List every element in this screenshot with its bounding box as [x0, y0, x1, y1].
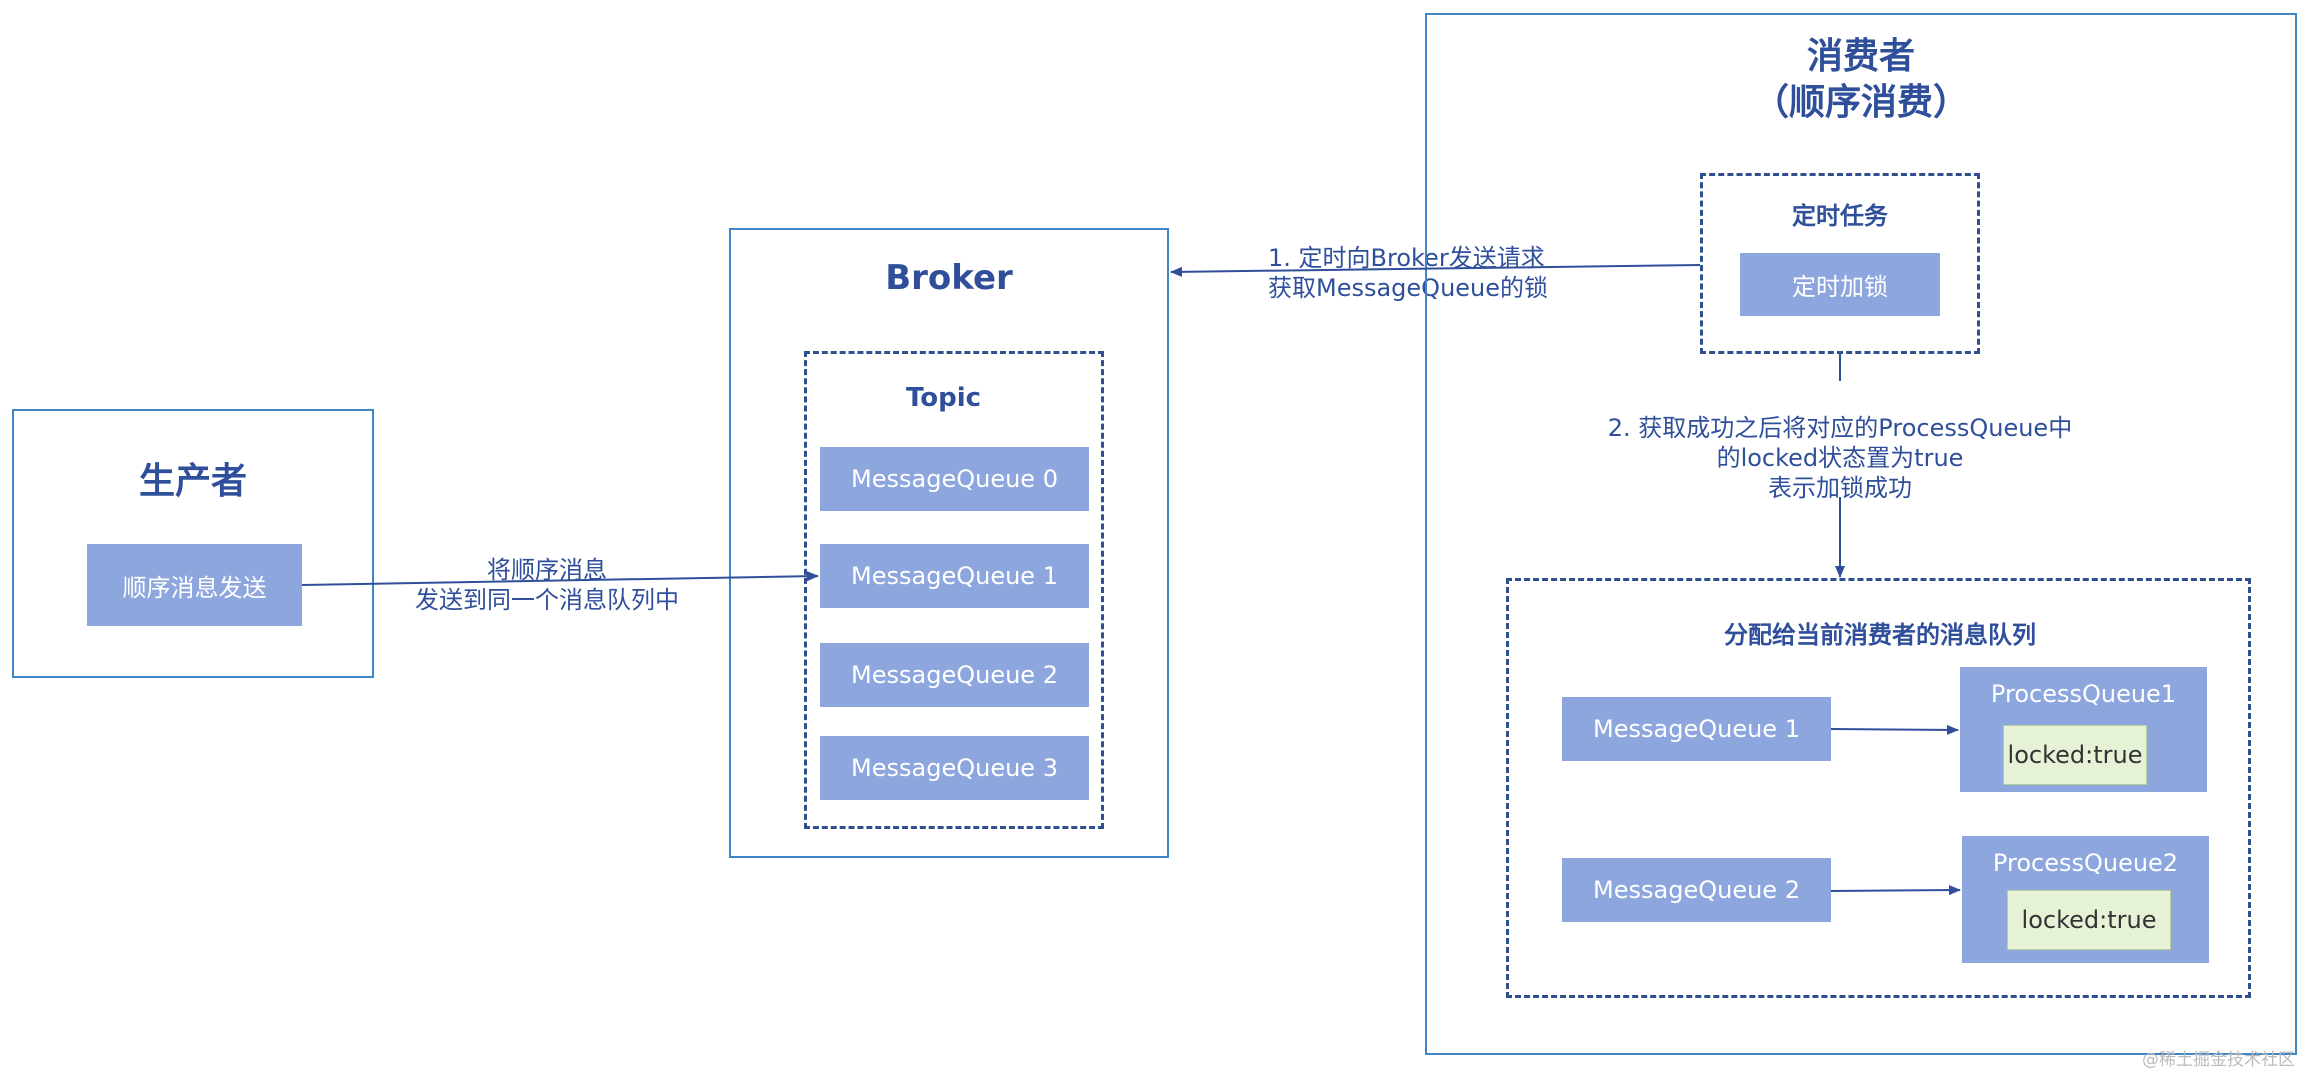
process-queue-2-title: ProcessQueue2 — [1992, 849, 2179, 877]
assigned-queues-box — [1506, 578, 2251, 998]
topic-box — [804, 351, 1104, 829]
producer-title: 生产者 — [138, 461, 247, 502]
step2-label: 2. 获取成功之后将对应的ProcessQueue中 的locked状态置为tr… — [1600, 413, 2080, 503]
process-queue-1: ProcessQueue1 locked:true — [1960, 667, 2207, 792]
mq2-to-pq2-arrow — [1830, 885, 1961, 896]
assigned-queues-title: 分配给当前消费者的消息队列 — [1724, 621, 2036, 649]
consumer-title-line1: 消费者 — [1806, 36, 1915, 77]
mq1-to-pq1-arrow — [1830, 724, 1959, 735]
lock-request-label-line2: 获取MessageQueue的锁 — [1268, 274, 1549, 302]
producer-send-block: 顺序消息发送 — [87, 544, 302, 626]
step2-label-line2: 的locked状态置为true — [1716, 444, 1964, 472]
assigned-mq-1: MessageQueue 1 — [1562, 697, 1831, 761]
producer-to-queue-arrow — [301, 571, 819, 586]
process-queue-2-locked: locked:true — [2007, 890, 2171, 950]
watermark: @稀土掘金技术社区 — [2142, 1050, 2295, 1070]
timer-task-title: 定时任务 — [1792, 202, 1888, 230]
timer-to-broker-arrow — [1170, 264, 1701, 277]
consumer-box — [1425, 13, 2297, 1055]
process-queue-1-locked: locked:true — [2003, 725, 2147, 785]
process-queue-1-title: ProcessQueue1 — [1990, 680, 2177, 708]
topic-title: Topic — [905, 383, 982, 413]
broker-queue-1: MessageQueue 1 — [820, 544, 1089, 608]
producer-arrow-label-line2: 发送到同一个消息队列中 — [415, 586, 679, 614]
producer-box — [12, 409, 374, 678]
step2-label-line1: 2. 获取成功之后将对应的ProcessQueue中 — [1607, 414, 2073, 442]
broker-box — [729, 228, 1169, 858]
timer-lock-block: 定时加锁 — [1740, 253, 1940, 316]
process-queue-2: ProcessQueue2 locked:true — [1962, 836, 2209, 963]
broker-queue-2: MessageQueue 2 — [820, 643, 1089, 707]
timer-task-box — [1700, 173, 1980, 354]
broker-queue-0: MessageQueue 0 — [820, 447, 1089, 511]
broker-queue-3: MessageQueue 3 — [820, 736, 1089, 800]
consumer-title-line2: （顺序消费） — [1752, 82, 1969, 123]
broker-title: Broker — [885, 258, 1013, 298]
assigned-mq-2: MessageQueue 2 — [1562, 858, 1831, 922]
